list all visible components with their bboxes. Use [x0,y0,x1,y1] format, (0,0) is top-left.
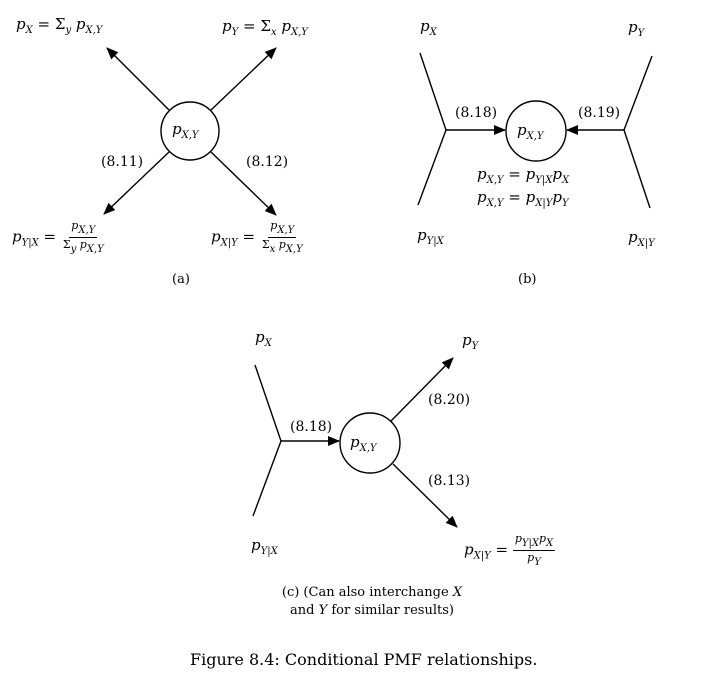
line-b-left-upper [419,52,447,131]
arrow-a-top-left [106,47,170,111]
panel-c-label: (c) (Can also interchange X and Y for si… [262,584,482,619]
b-conditional-y-given-x: pY|X [417,226,444,247]
a-ref-left: (8.11) [101,154,144,170]
line-b-right-upper [623,55,653,131]
c-conditional-y-given-x: pY|X [251,536,278,557]
c-ref-lower: (8.13) [428,473,471,489]
a-ref-right: (8.12) [246,154,289,170]
b-equation-1: pX,Y = pY|XpX [477,165,570,186]
panel-c-label-line2: and Y for similar results) [290,602,454,618]
panel-b-label: (b) [518,272,537,287]
c-marginal-x: pX [255,328,272,349]
node-c-circle [339,412,401,474]
b-marginal-x: pX [420,17,437,38]
b-conditional-x-given-y: pX|Y [628,228,655,249]
a-marginal-y-formula: pY = Σx pX,Y [222,17,308,38]
panel-a-label: (a) [172,272,190,287]
c-ref-upper: (8.20) [428,392,471,408]
b-ref-left: (8.18) [455,105,498,121]
c-marginal-y: pY [462,331,479,352]
figure-caption: Figure 8.4: Conditional PMF relationship… [190,650,538,669]
node-a-circle [160,101,220,161]
line-b-left-lower [417,129,447,206]
b-ref-right: (8.19) [578,105,621,121]
b-marginal-y: pY [628,18,645,39]
b-equation-2: pX,Y = pX|YpY [477,188,569,209]
arrow-c-upper-right [390,357,454,422]
line-c-left-upper [254,364,282,442]
b-joint-node-label: pX,Y [517,121,544,142]
line-c-left-lower [252,440,282,517]
arrow-a-bottom-left [103,151,170,215]
c-joint-node-label: pX,Y [350,433,377,454]
c-ref-left: (8.18) [290,419,333,435]
panel-c-label-line1: (c) (Can also interchange X [281,585,463,600]
a-joint-node-label: pX,Y [172,120,199,141]
arrow-a-bottom-right [210,151,277,216]
arrow-a-top-right [210,47,277,111]
arrow-c-lower-right [392,463,458,528]
a-marginal-x-formula: pX = Σy pX,Y [16,15,103,36]
line-b-right-lower [623,129,651,209]
